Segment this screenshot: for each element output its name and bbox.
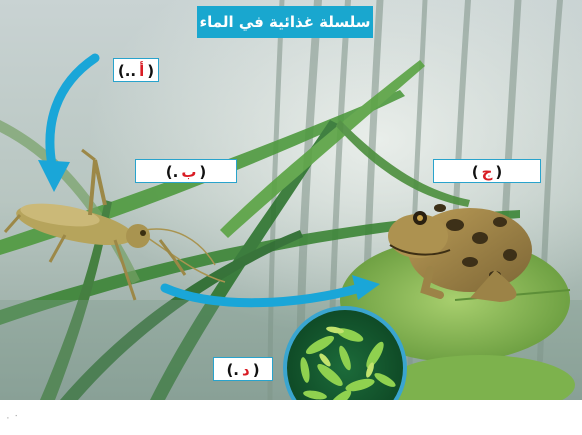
label-a-letter: أ <box>139 62 144 80</box>
label-a-open: ( <box>147 62 154 80</box>
label-a-close: ) <box>118 62 125 80</box>
label-d-open: ( <box>253 361 260 379</box>
label-a: (أ..) <box>113 58 159 82</box>
label-c: (ج) <box>433 159 541 183</box>
label-d-letter: د <box>242 361 250 379</box>
label-c-close: ) <box>472 163 479 181</box>
label-b: (ب.) <box>135 159 237 183</box>
label-d: (د.) <box>213 357 273 381</box>
label-b-dots: . <box>173 163 179 181</box>
label-c-letter: ج <box>482 163 493 181</box>
diagram-title: سلسلة غذائية في الماء <box>197 6 373 38</box>
label-b-open: ( <box>199 163 206 181</box>
label-a-dots: .. <box>125 62 136 80</box>
label-c-open: ( <box>495 163 502 181</box>
label-b-close: ) <box>166 163 173 181</box>
scene-illustration <box>0 0 582 400</box>
label-d-dots: . <box>233 361 239 379</box>
footer-marks: ⠄ ⠂ <box>6 412 20 421</box>
label-b-letter: ب <box>181 163 196 181</box>
